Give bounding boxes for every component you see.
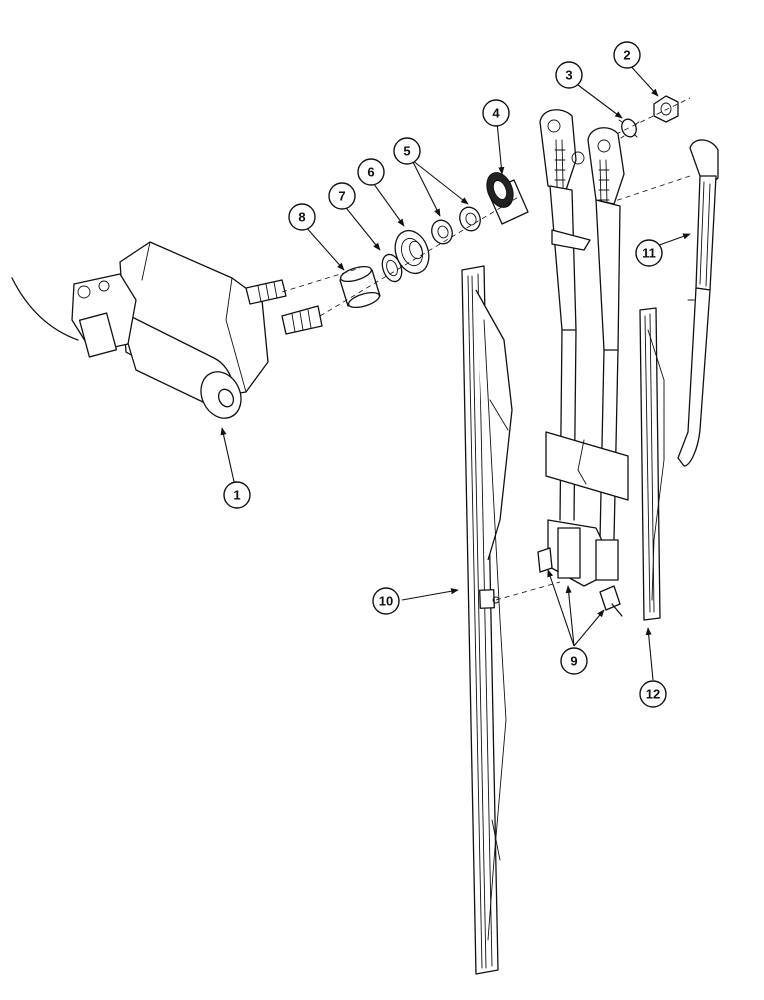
callout-6-label: 6 — [367, 165, 374, 180]
pantograph-arm-assembly — [537, 109, 629, 617]
callout-5-label: 5 — [403, 144, 410, 159]
spindle-hardware — [281, 172, 529, 317]
cap-4 — [486, 172, 529, 225]
motor-cable — [11, 277, 79, 341]
spindle-upper — [245, 279, 287, 305]
nut-5a — [431, 219, 453, 245]
callout-9-label: 9 — [570, 654, 577, 669]
callout-8: 8 — [288, 203, 316, 231]
wiper-motor — [11, 241, 323, 419]
lock-washer-3 — [618, 118, 640, 139]
callout-7-label: 7 — [338, 189, 345, 204]
callout-3: 3 — [555, 61, 583, 89]
bushing-6 — [394, 229, 430, 275]
callout-1-label: 1 — [233, 488, 240, 503]
spindle-lower — [281, 305, 323, 335]
nut-2 — [653, 95, 679, 123]
callout-2-label: 2 — [623, 48, 630, 63]
callout-3-label: 3 — [565, 68, 572, 83]
callout-12: 12 — [639, 680, 667, 708]
callout-6: 6 — [357, 158, 385, 186]
bushing-8 — [339, 265, 381, 309]
callout-11-label: 11 — [642, 246, 656, 261]
wiper-arm-11 — [677, 139, 719, 467]
callout-2: 2 — [613, 41, 641, 69]
wiper-blade-10 — [461, 265, 513, 975]
callout-8-label: 8 — [298, 210, 305, 225]
callout-12-label: 12 — [646, 687, 660, 702]
callout-4-label: 4 — [492, 106, 500, 121]
callout-10-label: 10 — [379, 594, 393, 609]
wiper-blade-12 — [639, 307, 665, 621]
callout-7: 7 — [328, 182, 356, 210]
callout-9: 9 — [560, 647, 588, 675]
callout-1: 1 — [223, 481, 251, 509]
callout-11: 11 — [635, 239, 663, 267]
callout-5: 5 — [393, 137, 421, 165]
nut-5b — [459, 206, 481, 232]
callout-10: 10 — [372, 587, 400, 615]
callout-4: 4 — [482, 99, 510, 127]
motor-plug — [78, 312, 118, 358]
